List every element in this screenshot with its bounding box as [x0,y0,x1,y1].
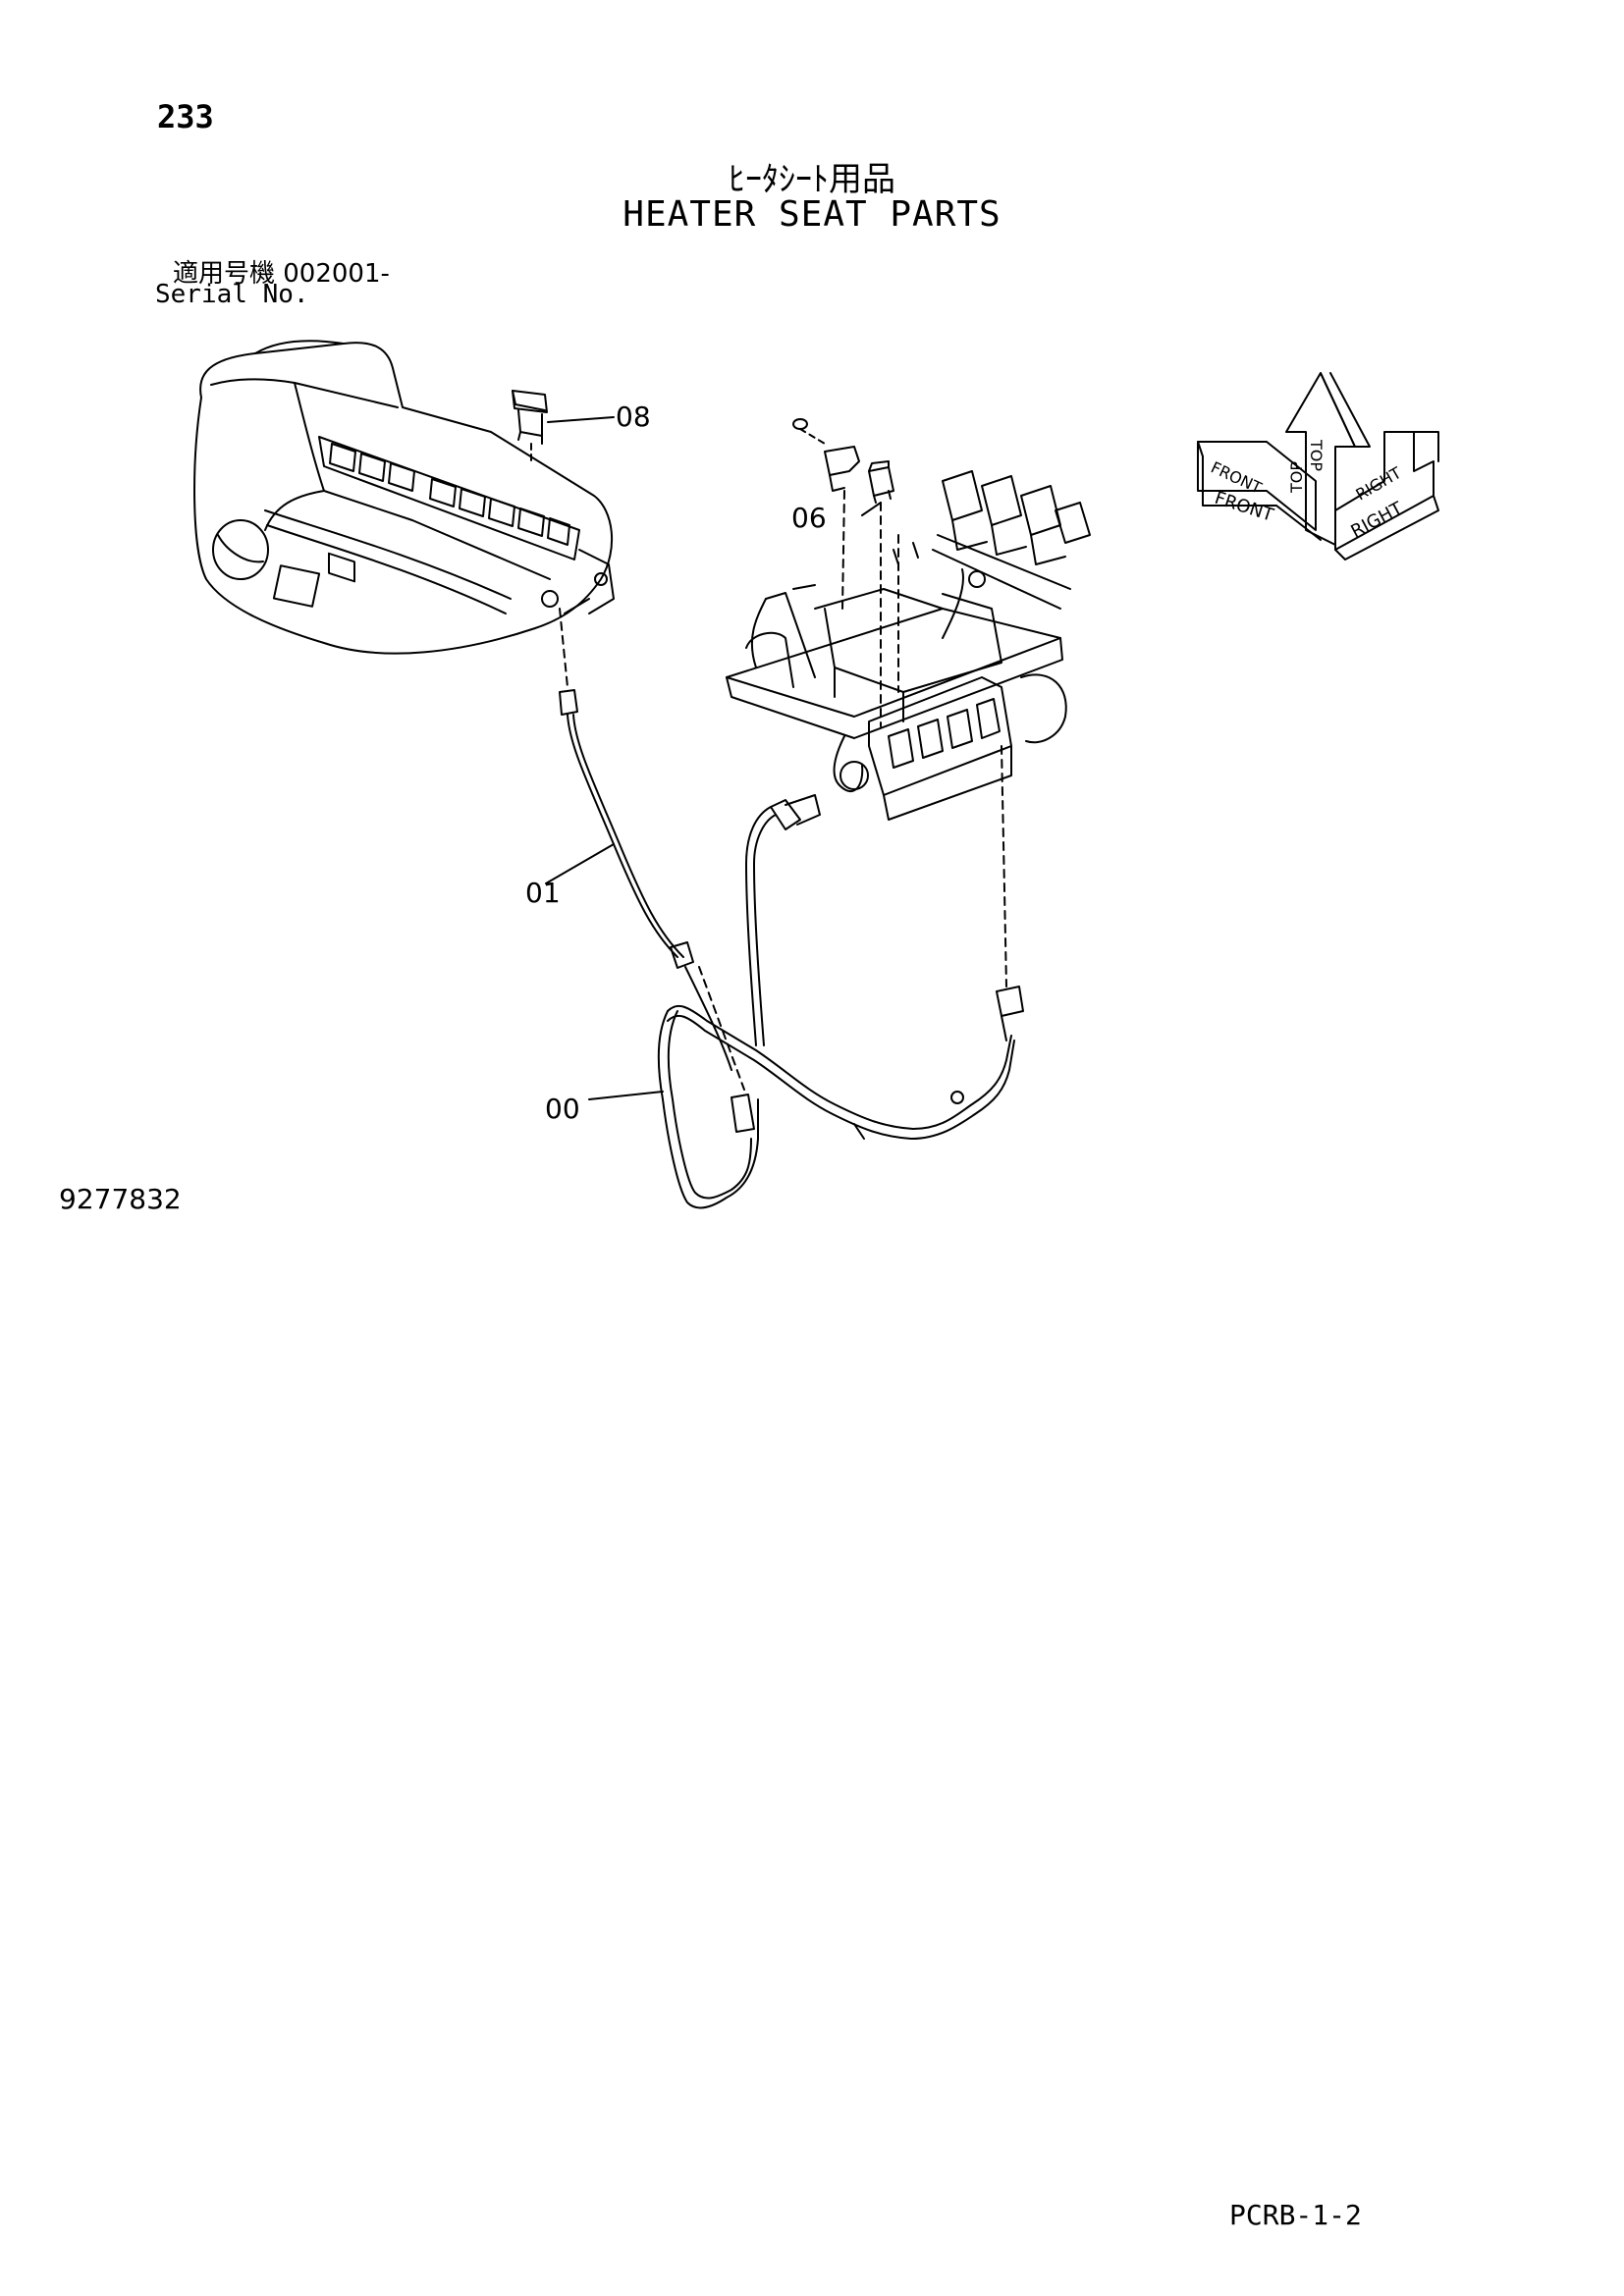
title-en-text: HEATER SEAT PARTS [623,194,1001,235]
title-jp-text: ﾋｰﾀｼｰﾄ用品 [729,160,895,199]
page-number: 233 [157,98,214,135]
orient-front-lower: FRONT [1212,488,1276,526]
footer-code: PCRB-1-2 [1229,2199,1362,2231]
console-housing [193,340,615,655]
orient-right-upper: RIGHT [1353,463,1405,505]
callout-08: 08 [616,400,651,433]
harness-01 [545,689,732,1071]
orient-top-left: TOP [1307,439,1326,471]
serial-label: Serial No. [155,280,309,309]
switch-08 [512,390,615,462]
callout-01: 01 [525,877,561,909]
controller-unit [726,470,1091,821]
orient-right-lower: RIGHT [1347,498,1406,542]
callout-06: 06 [791,502,827,534]
orientation-indicator: FRONT FRONT TOP TOP RIGHT RIGHT [1197,372,1439,561]
drawing-number: 9277832 [59,1183,182,1215]
relay-06 [792,418,899,727]
page-title-jp: ﾋｰﾀｼｰﾄ用品 [0,152,1624,200]
orient-top-right: TOP [1287,461,1306,494]
callout-00: 00 [545,1093,580,1125]
serial-label-jp: 適用号機 002001- [173,259,390,289]
harness-00 [588,794,1024,1209]
page-title: HEATER SEAT PARTS [0,194,1624,235]
